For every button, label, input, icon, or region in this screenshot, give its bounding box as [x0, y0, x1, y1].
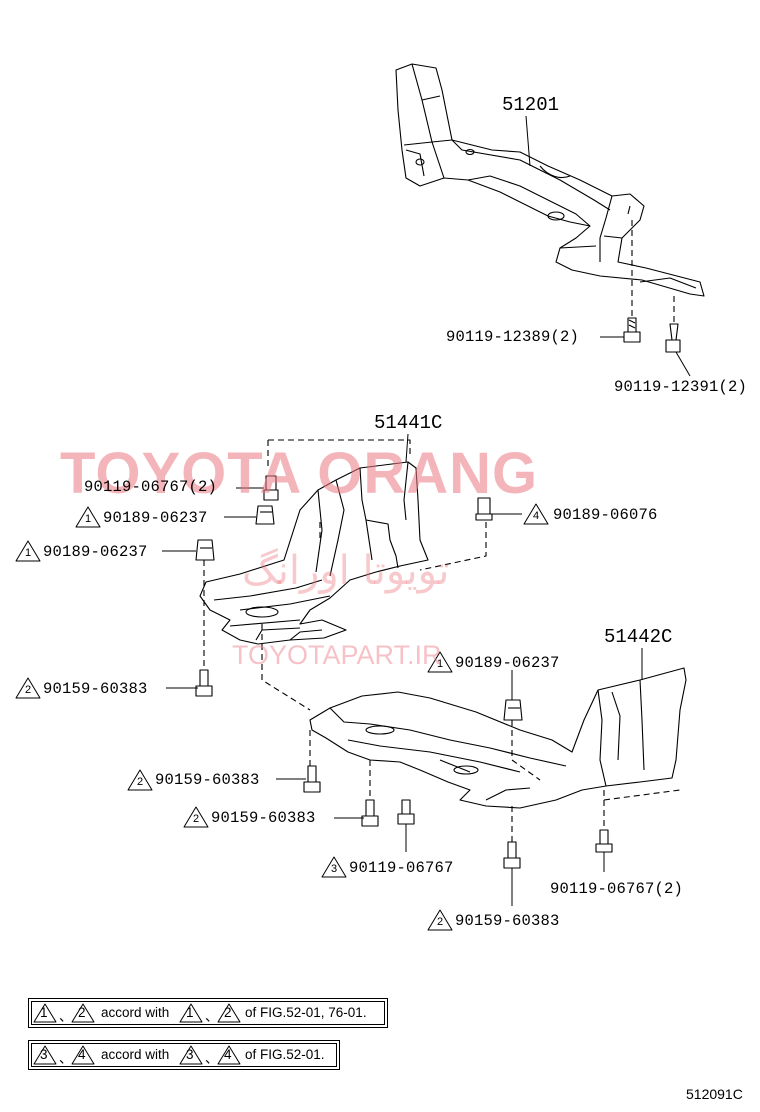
- note-2-accord: accord with: [101, 1047, 170, 1062]
- marker-2: 2: [192, 813, 200, 825]
- bolt-60383-b: [303, 765, 321, 793]
- label-90159-60383-b: 90159-60383: [155, 771, 260, 789]
- part-number-51441c: 51441C: [374, 412, 443, 434]
- note-2-tri-4b: 4: [224, 1047, 232, 1062]
- label-90119-06767-bottom: 90119-06767(2): [550, 880, 684, 898]
- clip-06237-c: [503, 699, 523, 721]
- label-90189-06237-a: 90189-06237: [103, 509, 208, 527]
- crossmember-51201: [395, 63, 705, 326]
- figure-code: 512091C: [686, 1086, 743, 1102]
- clip-06237-b: [195, 539, 215, 561]
- note-1-sep: 、: [59, 1009, 73, 1024]
- label-90189-06237-b: 90189-06237: [43, 543, 148, 561]
- clip-06237-a: [255, 505, 275, 525]
- note-1-tri-2: 2: [78, 1005, 86, 1020]
- marker-4: 4: [532, 510, 540, 522]
- note-triangles: [33, 1003, 241, 1065]
- marker-2: 2: [136, 776, 144, 788]
- bolt-06767-single: [397, 799, 415, 825]
- note-1-accord: accord with: [101, 1005, 170, 1020]
- note-1: 1 、 2 accord with 1 、 2 of FIG.52-01, 76…: [28, 998, 388, 1028]
- nut-06076: [475, 497, 493, 521]
- fastener-06767-top: [263, 475, 279, 501]
- label-90189-06076: 90189-06076: [553, 506, 658, 524]
- bolt-90119-12389: [623, 317, 641, 343]
- watermark-site: TOYOTAPART.IR: [232, 640, 442, 670]
- note-2-tri-3: 3: [40, 1047, 48, 1062]
- note-1-sep-b: 、: [205, 1009, 219, 1024]
- part-number-51442c: 51442C: [604, 626, 673, 648]
- watermark-arabic: تویوتا اورانگ: [242, 548, 450, 594]
- triangle-markers: [15, 503, 549, 931]
- marker-1: 1: [24, 547, 32, 559]
- marker-3: 3: [330, 863, 338, 875]
- note-1-tri-1b: 1: [186, 1005, 194, 1020]
- watermark-main: TOYOTA ORANG: [60, 441, 539, 506]
- label-90159-60383-a: 90159-60383: [43, 680, 148, 698]
- label-90119-12389: 90119-12389(2): [446, 328, 580, 346]
- note-2-tri-4: 4: [78, 1047, 86, 1062]
- label-90119-12391: 90119-12391(2): [614, 378, 748, 396]
- bolt-06767-bottom: [595, 829, 613, 853]
- leader-lines: [162, 115, 691, 906]
- bolt-90119-12391: [665, 323, 681, 353]
- note-2: 3 、 4 accord with 3 、 4 of FIG.52-01.: [28, 1040, 340, 1070]
- label-90119-06767-single: 90119-06767: [349, 859, 454, 877]
- marker-1: 1: [84, 513, 92, 525]
- label-90189-06237-c: 90189-06237: [455, 654, 560, 672]
- bolt-60383-a: [195, 669, 213, 697]
- note-2-sep: 、: [59, 1051, 73, 1066]
- note-1-tri-2b: 2: [224, 1005, 232, 1020]
- marker-1: 1: [436, 658, 444, 670]
- marker-2: 2: [24, 684, 32, 696]
- under-cover-51442c: [309, 667, 687, 842]
- under-cover-51441c: [199, 439, 487, 711]
- note-1-tri-1: 1: [40, 1005, 48, 1020]
- note-2-fig: of FIG.52-01.: [245, 1047, 325, 1062]
- marker-2: 2: [436, 916, 444, 928]
- note-1-fig: of FIG.52-01, 76-01.: [245, 1005, 367, 1020]
- part-number-51201: 51201: [502, 94, 560, 116]
- label-90159-60383-d: 90159-60383: [455, 912, 560, 930]
- bolt-60383-c: [361, 799, 379, 827]
- note-2-sep-b: 、: [205, 1051, 219, 1066]
- note-2-tri-3b: 3: [186, 1047, 194, 1062]
- bolt-60383-d: [503, 841, 521, 869]
- label-90119-06767-top: 90119-06767(2): [84, 478, 218, 496]
- label-90159-60383-c: 90159-60383: [211, 809, 316, 827]
